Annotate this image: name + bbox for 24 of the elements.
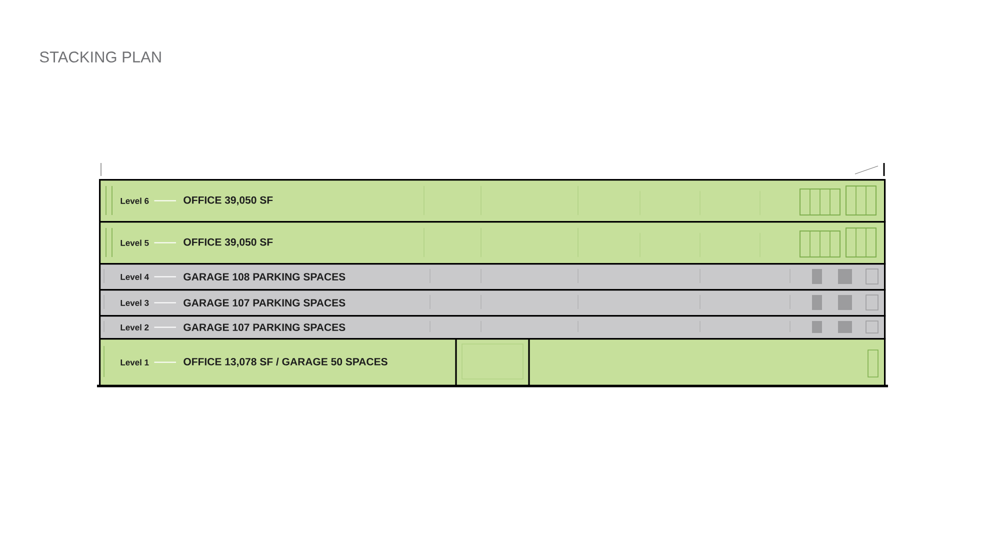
leader-line <box>154 362 176 363</box>
level-label: Level 4 <box>120 274 149 280</box>
floor-band <box>99 263 886 291</box>
level-label: Level 1 <box>120 359 149 366</box>
floor-use-label: OFFICE 39,050 SF <box>184 196 273 206</box>
leader-line <box>154 326 176 328</box>
floor-use-label: GARAGE 108 PARKING SPACES <box>184 273 346 281</box>
floor-use-label: OFFICE 39,050 SF <box>184 238 273 248</box>
floor-use-label: OFFICE 13,078 SF / GARAGE 50 SPACES <box>184 358 388 367</box>
title: STACKING PLAN <box>40 52 161 62</box>
floor-band <box>99 289 886 317</box>
level-label: Level 6 <box>120 198 149 204</box>
level-label: Level 2 <box>120 324 149 330</box>
level-label: Level 5 <box>120 240 149 246</box>
floor-band <box>99 179 886 223</box>
leader-line <box>154 276 176 278</box>
leader-line <box>154 200 176 202</box>
leader-line <box>154 302 176 304</box>
level-label: Level 3 <box>120 300 149 306</box>
floor-band <box>99 315 886 340</box>
floor-band <box>99 221 886 265</box>
floor-use-label: GARAGE 107 PARKING SPACES <box>184 324 346 332</box>
leader-line <box>154 242 176 244</box>
floor-use-label: GARAGE 107 PARKING SPACES <box>184 299 346 307</box>
